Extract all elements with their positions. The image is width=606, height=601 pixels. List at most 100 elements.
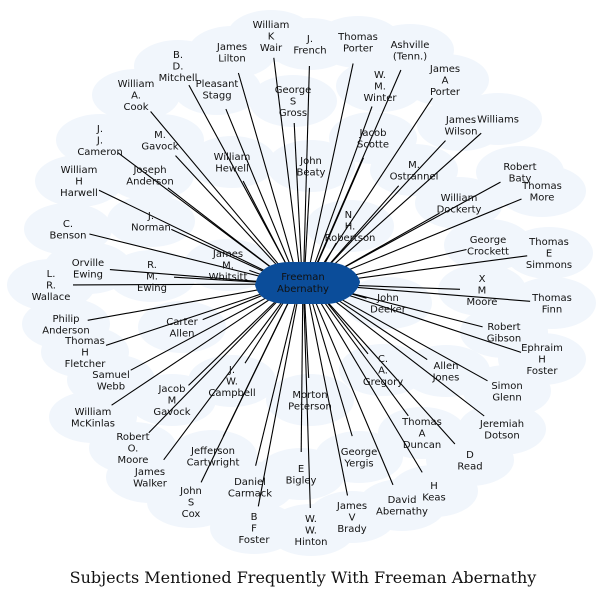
halo-blob xyxy=(266,374,354,426)
edge-line xyxy=(111,292,280,406)
edge-line xyxy=(308,63,354,268)
node-label: C.Benson xyxy=(49,219,86,242)
edge-line xyxy=(326,292,428,361)
node-label: W.M.Winter xyxy=(364,70,398,104)
edge-line xyxy=(314,157,365,270)
edge-line xyxy=(313,299,394,486)
halo-blob xyxy=(267,504,355,556)
diagram-caption: Subjects Mentioned Frequently With Freem… xyxy=(69,568,537,587)
halo-blob xyxy=(401,54,489,106)
edge-line xyxy=(308,300,349,496)
halo-blob xyxy=(505,227,593,279)
node-label: B.D.Mitchell xyxy=(159,50,198,84)
edge-line xyxy=(109,269,276,284)
halo-blob xyxy=(56,114,144,166)
edge-line xyxy=(87,286,276,321)
edge-line xyxy=(225,108,293,269)
edge-line xyxy=(327,291,488,382)
edge-line xyxy=(163,296,287,461)
node-label: R.M.Ewing xyxy=(137,260,167,294)
edge-line xyxy=(322,185,400,273)
halo-blob xyxy=(108,250,196,302)
edge-line xyxy=(255,300,297,466)
edge-line xyxy=(304,300,310,379)
background-halo xyxy=(7,10,596,556)
edge-line xyxy=(303,65,310,268)
edge-line xyxy=(314,69,402,269)
node-label: J.J.Cameron xyxy=(77,124,122,158)
edge-line xyxy=(304,187,311,268)
edge-line xyxy=(300,300,304,453)
halo-blob xyxy=(92,69,180,121)
node-label: J.French xyxy=(293,34,326,57)
edge-line xyxy=(329,288,522,353)
center-node-shape xyxy=(255,262,360,304)
edge-line xyxy=(327,181,501,277)
halo-blob xyxy=(249,75,337,127)
edge-line xyxy=(130,291,279,371)
edge-line xyxy=(303,300,311,509)
edge-line xyxy=(330,255,528,283)
halo-blob xyxy=(147,476,235,528)
edge-line xyxy=(237,72,296,269)
halo-blob xyxy=(438,264,526,316)
edge-line xyxy=(257,300,299,507)
edge-line xyxy=(98,189,278,278)
edge-line xyxy=(148,295,284,434)
node-label: J.W.Campbell xyxy=(208,365,255,399)
edge-line xyxy=(322,140,446,273)
node-label: L.R.Wallace xyxy=(32,269,71,303)
edge-line xyxy=(318,97,433,271)
halo-blob xyxy=(24,203,112,255)
edge-line xyxy=(200,298,291,483)
edge-line xyxy=(321,295,456,445)
node-label: W.W.Hinton xyxy=(294,514,327,548)
node-label: M.Gavock xyxy=(141,130,178,153)
edge-line xyxy=(89,233,276,281)
halo-blob xyxy=(498,165,586,217)
halo-blob xyxy=(336,60,424,112)
halo-blob xyxy=(35,155,123,207)
edge-line xyxy=(327,212,440,277)
edge-line xyxy=(72,283,276,286)
edge-line xyxy=(311,299,353,437)
edge-line xyxy=(330,284,531,302)
edge-line xyxy=(273,57,300,268)
halo-blob xyxy=(106,149,194,201)
halo-blob xyxy=(417,99,505,151)
edge-line xyxy=(324,132,482,274)
edge-line xyxy=(167,187,281,275)
edge-line xyxy=(312,106,373,269)
